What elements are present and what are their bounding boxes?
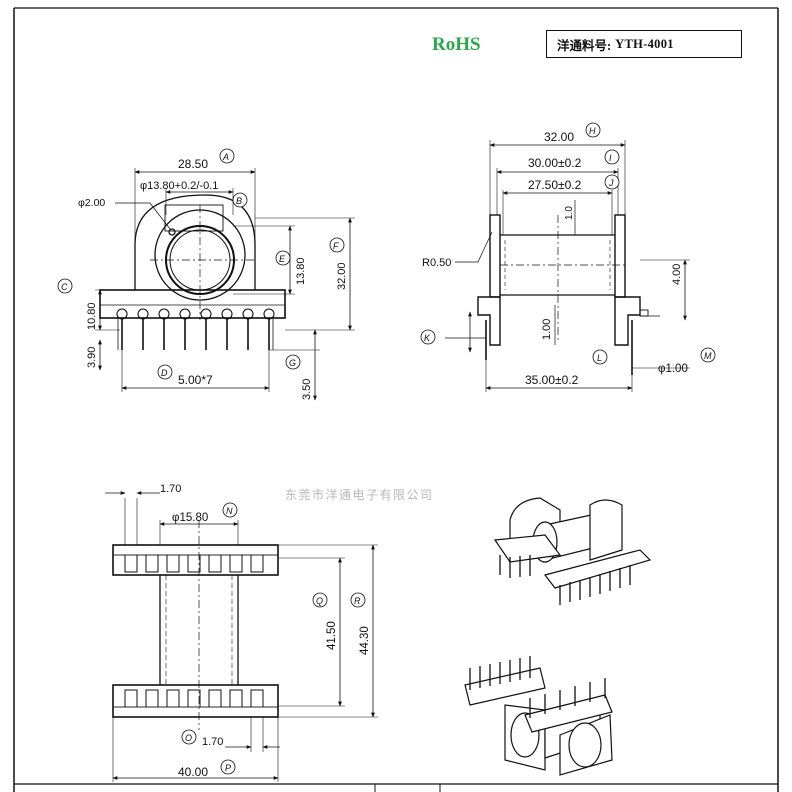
tag-f: F	[329, 237, 345, 253]
isometric-view-bottom	[464, 656, 613, 776]
bottom-view	[105, 491, 378, 782]
dim-r-value: R0.50	[422, 257, 451, 269]
svg-text:O: O	[185, 733, 192, 743]
dim-h-value: 32.00	[544, 130, 574, 144]
dim-a-value: 28.50	[178, 157, 208, 171]
dim-400-value: 4.00	[671, 264, 683, 285]
tag-p: P	[220, 759, 236, 775]
dim-n-value: φ15.80	[172, 512, 208, 524]
tag-q: Q	[312, 592, 328, 608]
sheet-frame	[13, 7, 779, 792]
tag-h: H	[585, 122, 601, 138]
dim-hole-value: φ2.00	[78, 197, 105, 209]
dim-f-value: 32.00	[336, 262, 348, 290]
part-number: YTH-4001	[615, 36, 674, 51]
tag-b: B	[232, 192, 248, 208]
dim-j-value: 27.50±0.2	[528, 178, 582, 192]
part-label: 洋通料号:	[557, 38, 612, 53]
svg-text:I: I	[609, 153, 612, 163]
tag-n: N	[222, 502, 238, 518]
rohs-label: RoHS	[432, 34, 481, 55]
side-view	[445, 140, 690, 392]
svg-text:F: F	[333, 241, 339, 251]
tag-d: D	[157, 364, 173, 380]
dim-q-value: 41.50	[326, 621, 338, 650]
tag-r: R	[350, 592, 366, 608]
dim-b-value: φ13.80+0.2/-0.1	[140, 180, 218, 192]
company-watermark: 东莞市洋通电子有限公司	[285, 488, 434, 502]
svg-text:E: E	[279, 254, 286, 264]
tag-m: M	[700, 347, 716, 363]
dim-10a-value: 1.0	[564, 206, 575, 220]
svg-text:A: A	[222, 152, 229, 162]
svg-text:G: G	[289, 358, 296, 368]
dim-i-value: 30.00±0.2	[528, 156, 582, 170]
dim-170-bottom-value: 1.70	[202, 736, 223, 748]
dim-100-value: 1.00	[541, 319, 553, 340]
tag-k: K	[420, 329, 436, 345]
tag-g: G	[285, 354, 301, 370]
svg-text:D: D	[161, 368, 168, 378]
dim-e-value: 13.80	[295, 257, 307, 285]
svg-text:K: K	[424, 333, 431, 343]
dim-g-value: 3.50	[301, 379, 313, 400]
part-number-box: 洋通料号: YTH-4001	[546, 30, 742, 58]
tag-o: O	[181, 729, 197, 745]
dim-r-value: 44.30	[359, 626, 371, 655]
dim-390-value: 3.90	[86, 347, 98, 368]
svg-text:B: B	[236, 196, 242, 206]
tag-a: A	[219, 148, 235, 164]
dim-l-value: 35.00±0.2	[525, 373, 579, 387]
tag-c: C	[57, 278, 73, 294]
tag-i: I	[604, 149, 620, 165]
svg-text:M: M	[704, 351, 712, 361]
svg-text:Q: Q	[316, 596, 323, 606]
isometric-view-top	[493, 497, 652, 605]
dim-170-top-value: 1.70	[160, 483, 181, 495]
svg-text:N: N	[226, 506, 233, 516]
svg-text:L: L	[597, 353, 602, 363]
dim-c-value: 10.80	[86, 302, 98, 330]
tag-e: E	[275, 250, 291, 266]
svg-text:C: C	[61, 282, 68, 292]
tag-j: J	[604, 174, 620, 190]
svg-text:P: P	[225, 763, 231, 773]
dim-p-value: 40.00	[178, 765, 208, 779]
svg-text:R: R	[354, 596, 361, 606]
dim-m-value: φ1.00	[658, 363, 688, 375]
dim-d-value: 5.00*7	[178, 373, 213, 387]
front-view	[95, 168, 355, 401]
svg-text:H: H	[589, 126, 596, 136]
tag-l: L	[592, 349, 608, 365]
svg-text:J: J	[608, 178, 614, 188]
